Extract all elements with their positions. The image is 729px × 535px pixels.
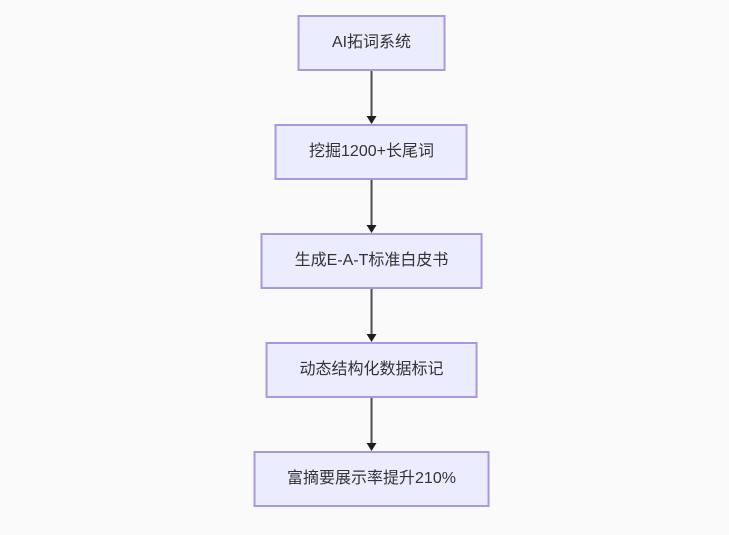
arrow-line (370, 398, 373, 443)
arrow-down-icon (366, 334, 377, 342)
flow-edge-1 (366, 71, 377, 124)
arrow-down-icon (366, 443, 377, 451)
flow-node-eat-whitepaper: 生成E-A-T标准白皮书 (260, 233, 483, 289)
flow-node-rich-snippet-result: 富摘要展示率提升210% (253, 451, 490, 507)
flowchart-column: AI拓词系统 挖掘1200+长尾词 生成E-A-T标准白皮书 动态结构化数据标记 (253, 15, 490, 507)
flow-edge-3 (366, 289, 377, 342)
flow-edge-4 (366, 398, 377, 451)
flow-node-ai-word-system: AI拓词系统 (297, 15, 446, 71)
arrow-line (370, 289, 373, 334)
arrow-down-icon (366, 116, 377, 124)
flow-node-label: 挖掘1200+长尾词 (309, 143, 434, 160)
arrow-down-icon (366, 225, 377, 233)
flow-node-longtail-mining: 挖掘1200+长尾词 (275, 124, 468, 180)
arrow-line (370, 180, 373, 225)
arrow-line (370, 71, 373, 116)
flow-node-label: 生成E-A-T标准白皮书 (294, 252, 449, 269)
flow-edge-2 (366, 180, 377, 233)
flow-node-label: 富摘要展示率提升210% (287, 470, 456, 487)
flow-node-label: AI拓词系统 (331, 34, 412, 51)
flow-node-label: 动态结构化数据标记 (299, 361, 444, 378)
flow-node-structured-data: 动态结构化数据标记 (265, 342, 478, 398)
